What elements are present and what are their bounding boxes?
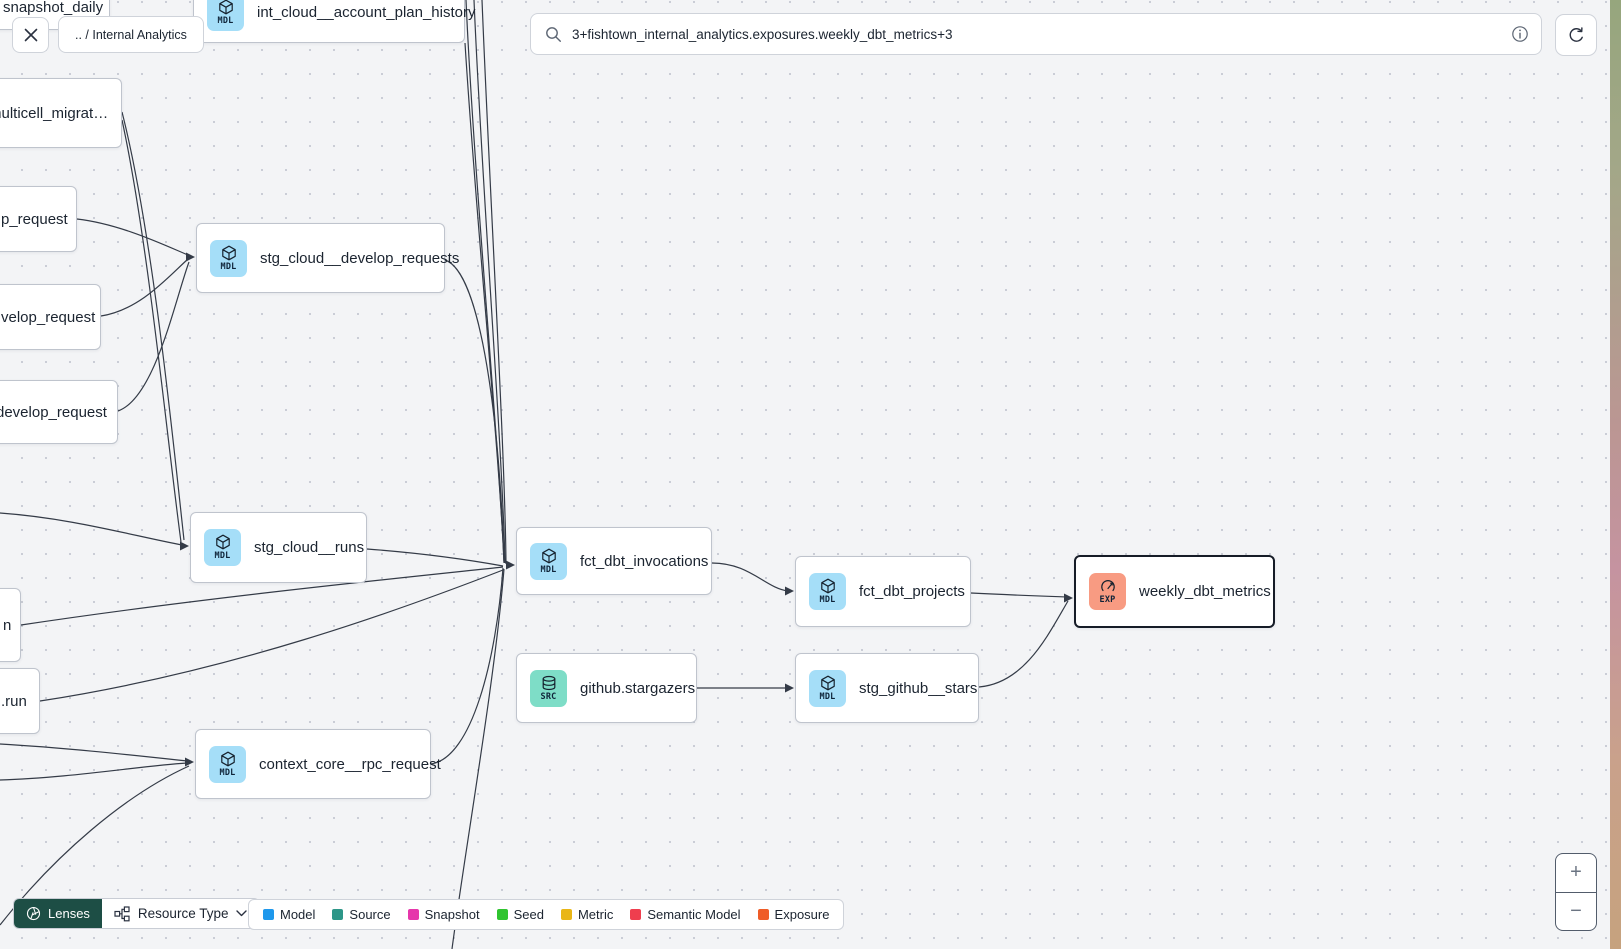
zoom-in-button[interactable]: + bbox=[1556, 854, 1596, 893]
cube-icon bbox=[541, 548, 556, 563]
cube-icon bbox=[218, 0, 233, 14]
node-int-cloud-account-plan-history[interactable]: MDL int_cloud__account_plan_history bbox=[193, 0, 476, 43]
lens-controls: Lenses Resource Type bbox=[13, 898, 261, 929]
node-partial-n[interactable]: n bbox=[0, 588, 21, 662]
node-label: github.stargazers bbox=[580, 679, 696, 697]
close-icon bbox=[24, 28, 37, 42]
model-badge: MDL bbox=[209, 745, 246, 783]
badge-label: MDL bbox=[219, 767, 236, 778]
breadcrumb-label: .. / Internal Analytics bbox=[75, 27, 187, 42]
desktop-wallpaper-edge bbox=[1610, 0, 1621, 949]
resource-type-button[interactable]: Resource Type bbox=[102, 899, 260, 928]
node-weekly-dbt-metrics[interactable]: EXP weekly_dbt_metrics bbox=[1074, 555, 1275, 628]
model-badge: MDL bbox=[204, 529, 241, 566]
search-bar[interactable] bbox=[530, 13, 1542, 55]
resource-type-label: Resource Type bbox=[137, 906, 229, 921]
node-label: weekly_dbt_metrics bbox=[1139, 583, 1271, 600]
exposure-badge: EXP bbox=[1089, 573, 1126, 610]
model-badge: MDL bbox=[530, 542, 567, 580]
node-label: n bbox=[3, 616, 12, 634]
gauge-icon bbox=[1100, 580, 1115, 592]
seed-swatch bbox=[496, 909, 508, 920]
badge-label: MDL bbox=[214, 551, 231, 561]
badge-label: MDL bbox=[819, 691, 836, 702]
node-stg-cloud-develop-requests[interactable]: MDL stg_cloud__develop_requests bbox=[196, 223, 459, 293]
cube-icon bbox=[221, 245, 236, 260]
semantic-model-swatch bbox=[630, 909, 642, 920]
legend-item-semantic-model: Semantic Model bbox=[630, 907, 741, 922]
legend-item-metric: Metric bbox=[560, 907, 613, 922]
exposure-swatch bbox=[757, 909, 769, 920]
cube-icon bbox=[820, 578, 835, 594]
node-stg-github-stars[interactable]: MDL stg_github__stars bbox=[795, 653, 979, 723]
node-stg-cloud-runs[interactable]: MDL stg_cloud__runs bbox=[190, 512, 367, 583]
node-multicell-migration[interactable]: multicell_migrat… bbox=[0, 78, 122, 148]
node-label: int_cloud__account_plan_history bbox=[257, 3, 476, 21]
badge-label: MDL bbox=[540, 564, 557, 575]
zoom-controls: + − bbox=[1555, 853, 1597, 931]
node-label: context_core__rpc_request bbox=[259, 755, 441, 773]
source-badge: SRC bbox=[530, 669, 567, 707]
node-partial-run[interactable]: .run bbox=[0, 668, 40, 734]
badge-label: MDL bbox=[217, 15, 234, 26]
node-context-core-rpc-request[interactable]: MDL context_core__rpc_request bbox=[195, 729, 441, 799]
info-icon[interactable] bbox=[1511, 25, 1529, 43]
model-badge: MDL bbox=[809, 669, 846, 707]
legend-item-seed: Seed bbox=[496, 907, 544, 922]
lenses-icon bbox=[26, 906, 41, 921]
badge-label: EXP bbox=[1099, 595, 1116, 605]
node-github-stargazers[interactable]: SRC github.stargazers bbox=[516, 653, 697, 723]
node-label: snapshot_daily bbox=[3, 0, 104, 16]
model-swatch bbox=[263, 909, 274, 920]
search-input[interactable] bbox=[572, 26, 1501, 42]
badge-label: MDL bbox=[220, 261, 237, 272]
resource-type-legend: Model Source Snapshot Seed Metric Semant… bbox=[248, 899, 845, 930]
resource-type-icon bbox=[114, 905, 130, 921]
zoom-out-button[interactable]: − bbox=[1570, 899, 1582, 922]
node-label: fct_dbt_projects bbox=[859, 583, 965, 600]
node-velop-request[interactable]: velop_request bbox=[0, 284, 101, 350]
node-label: p_request bbox=[1, 210, 68, 228]
refresh-icon bbox=[1569, 26, 1583, 42]
metric-swatch bbox=[560, 909, 572, 920]
badge-label: SRC bbox=[540, 691, 557, 702]
legend-item-source: Source bbox=[332, 907, 391, 922]
lenses-label: Lenses bbox=[48, 906, 90, 921]
search-icon bbox=[546, 26, 561, 42]
node-label: develop_request bbox=[0, 403, 107, 421]
node-label: stg_cloud__develop_requests bbox=[260, 249, 460, 267]
source-swatch bbox=[332, 909, 344, 920]
badge-label: MDL bbox=[819, 595, 836, 605]
cube-icon bbox=[820, 675, 835, 690]
node-label: velop_request bbox=[1, 308, 96, 326]
node-fct-dbt-invocations[interactable]: MDL fct_dbt_invocations bbox=[516, 527, 712, 595]
node-label: fct_dbt_invocations bbox=[580, 552, 709, 570]
node-label: multicell_migrat… bbox=[0, 104, 109, 122]
lenses-button[interactable]: Lenses bbox=[14, 899, 102, 928]
database-icon bbox=[542, 675, 555, 690]
node-p-request[interactable]: p_request bbox=[0, 186, 77, 252]
cube-icon bbox=[220, 751, 235, 766]
node-label: stg_github__stars bbox=[859, 679, 978, 697]
chevron-down-icon bbox=[236, 910, 248, 917]
breadcrumb[interactable]: .. / Internal Analytics bbox=[58, 16, 204, 53]
cube-icon bbox=[215, 534, 230, 550]
refresh-button[interactable] bbox=[1555, 14, 1597, 56]
node-label: stg_cloud__runs bbox=[254, 539, 365, 556]
model-badge: MDL bbox=[207, 0, 244, 31]
snapshot-swatch bbox=[407, 909, 419, 920]
node-label: .run bbox=[1, 692, 27, 710]
model-badge: MDL bbox=[210, 239, 247, 277]
edge-paths bbox=[0, 0, 1069, 949]
node-develop-request[interactable]: develop_request bbox=[0, 380, 118, 444]
legend-item-model: Model bbox=[263, 907, 315, 922]
model-badge: MDL bbox=[809, 573, 846, 610]
legend-item-exposure: Exposure bbox=[757, 907, 829, 922]
legend-item-snapshot: Snapshot bbox=[407, 907, 480, 922]
edge-arrowheads bbox=[180, 252, 1073, 767]
close-button[interactable] bbox=[12, 17, 49, 53]
node-fct-dbt-projects[interactable]: MDL fct_dbt_projects bbox=[795, 556, 971, 627]
